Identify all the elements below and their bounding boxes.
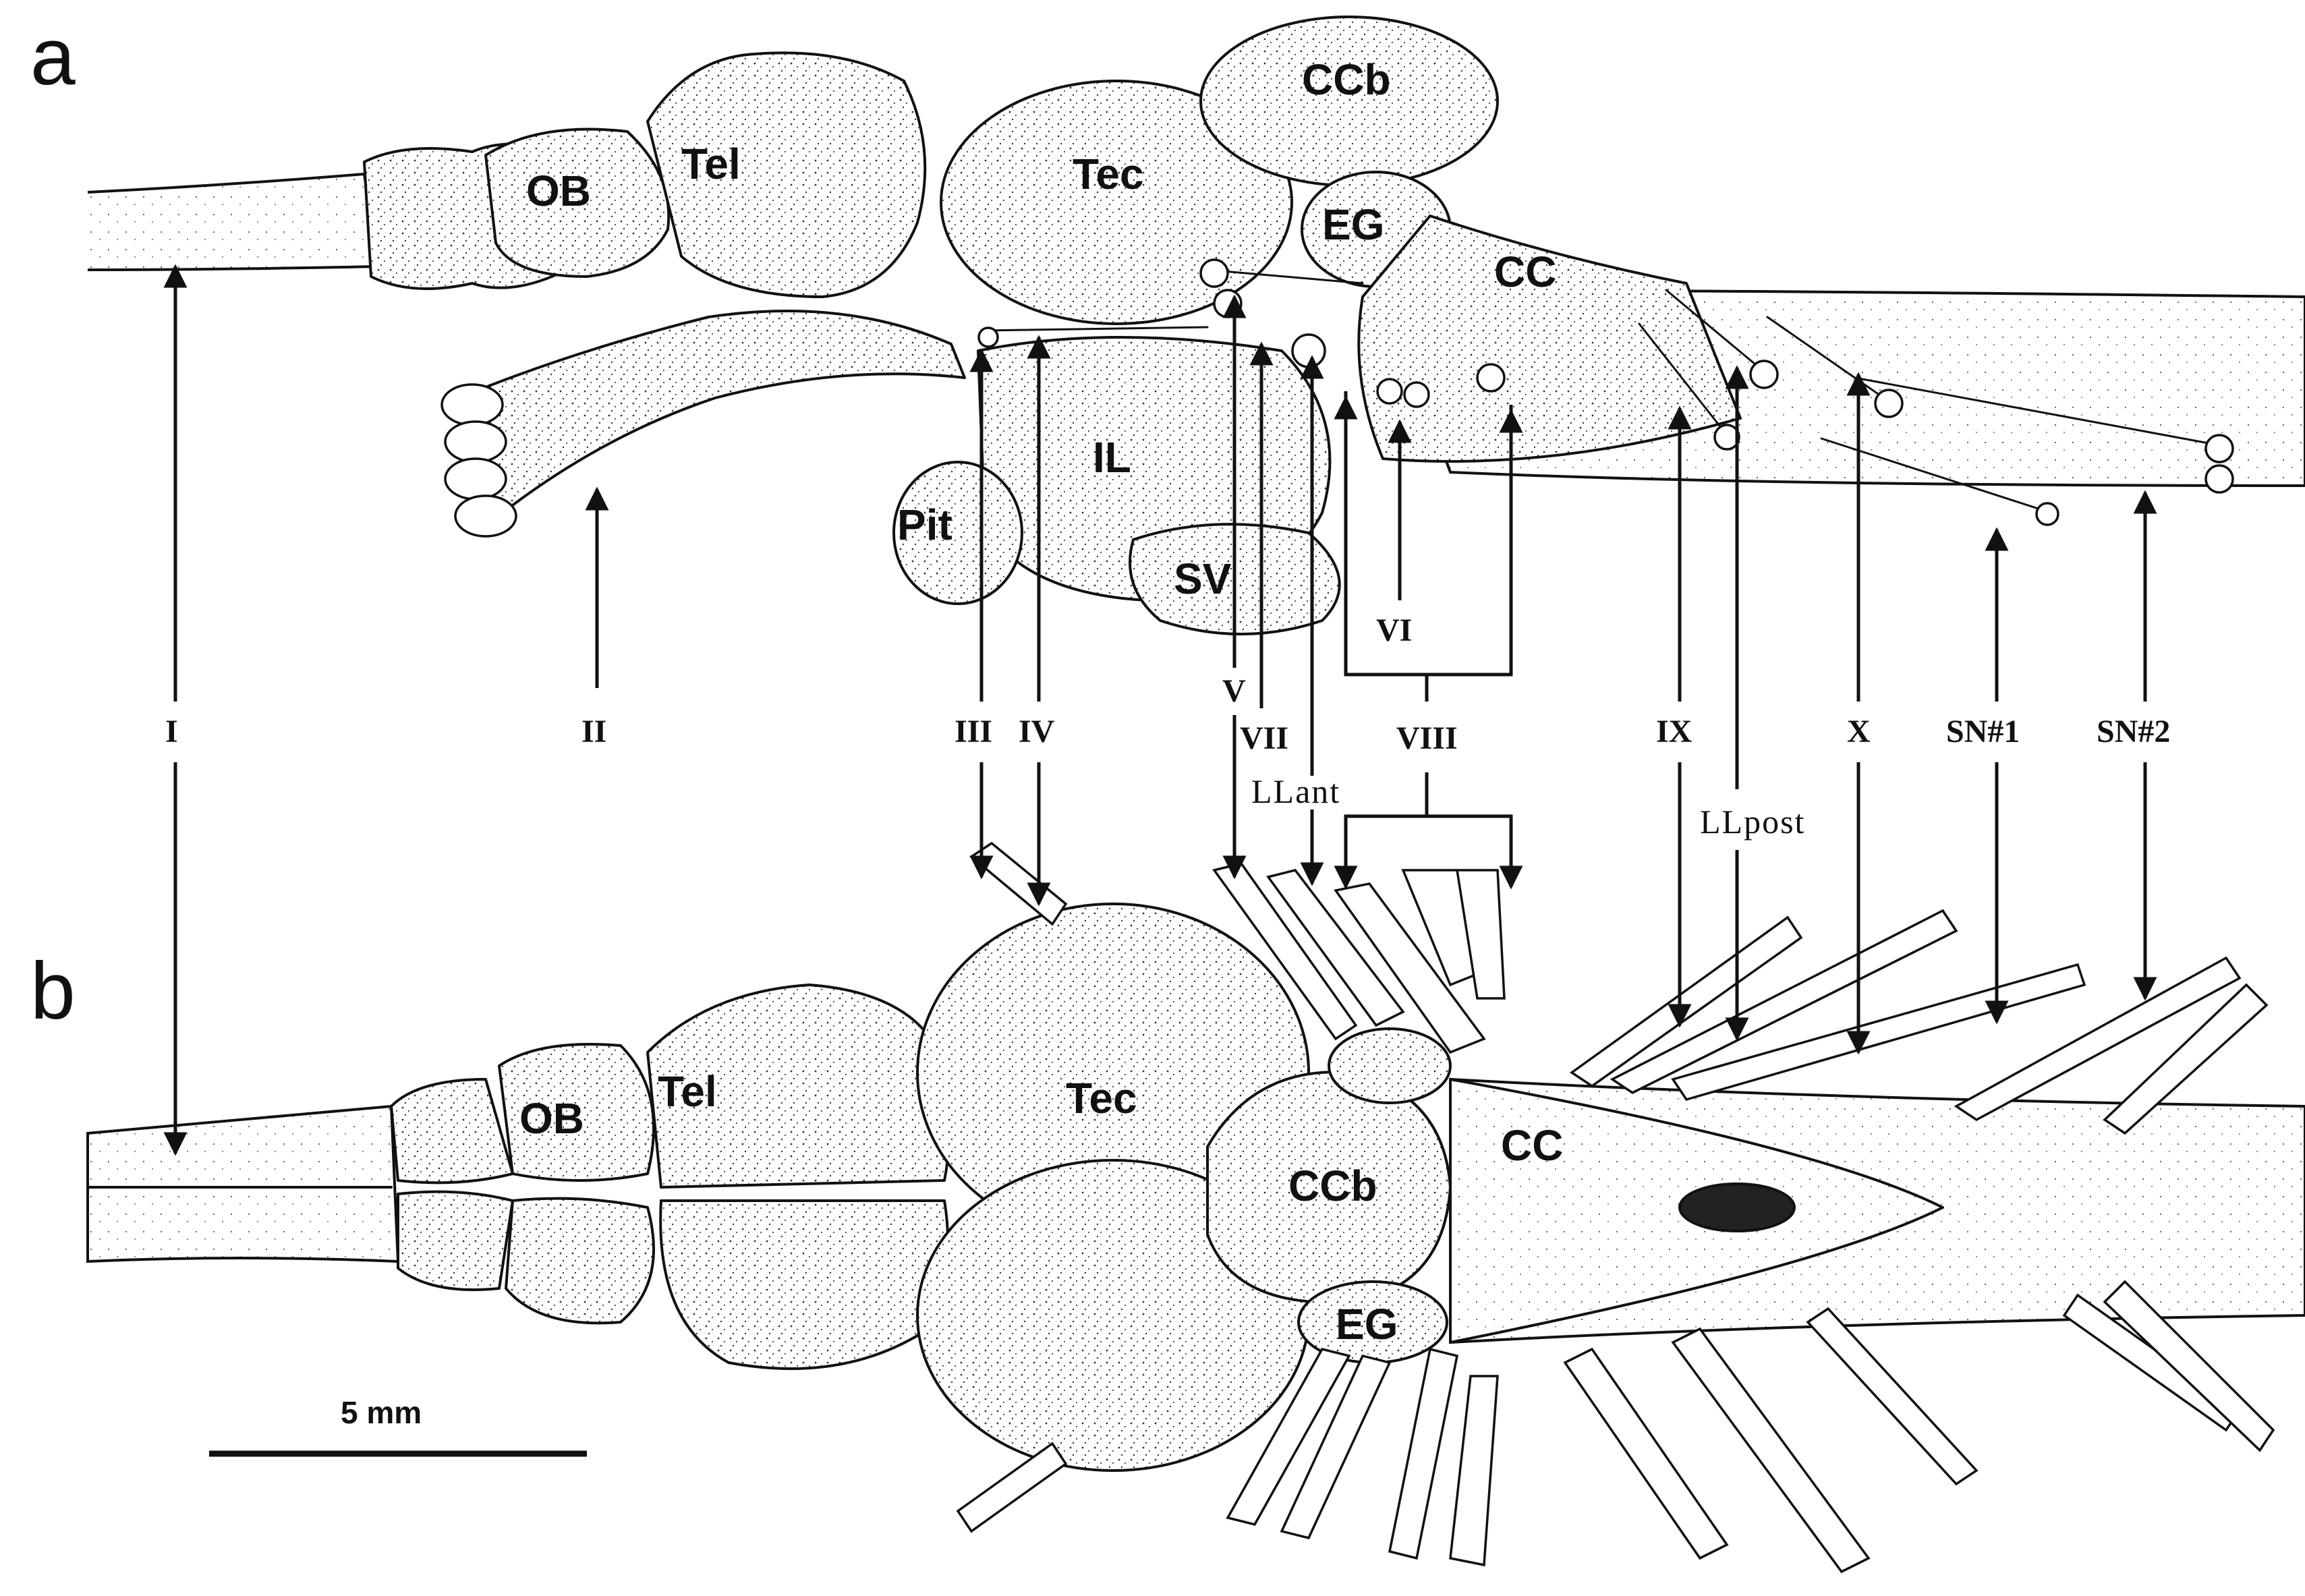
label-nerve-VIII: VIII: [1396, 720, 1458, 756]
label-nerve-SN2: SN#2: [2097, 714, 2170, 749]
panel-label-b: b: [30, 946, 76, 1036]
telencephalon-b: [646, 984, 950, 1370]
olfactory-tract-a: [87, 172, 380, 271]
obex-b: [1678, 1182, 1796, 1232]
eminentia-granularis-b-top: [1328, 1027, 1452, 1104]
telencephalon-a: [646, 51, 927, 298]
label-Tec-a: Tec: [1073, 150, 1144, 198]
fourth-ventricle-outline-b: [1449, 1078, 1944, 1344]
label-CCb-a: CCb: [1302, 55, 1391, 104]
label-OB-b: OB: [519, 1094, 584, 1143]
nerve-pointers: [163, 264, 2157, 1156]
optic-bundle-a: [457, 310, 966, 528]
optic-nerve-ends-a: [440, 383, 517, 538]
label-nerve-III: III: [955, 714, 992, 749]
label-nerve-SN1: SN#1: [1946, 714, 2020, 749]
scale-bar-label: 5 mm: [341, 1395, 422, 1430]
nerve-roots-top-b: [969, 841, 2269, 1135]
label-nerve-VI: VI: [1376, 612, 1412, 648]
scale-bar: 5 mm: [209, 1395, 587, 1457]
OB-lobe-a: [484, 127, 671, 278]
label-nerve-V: V: [1222, 673, 1246, 709]
panel-b: OB Tel Tec CCb EG CC: [86, 841, 2305, 1574]
nerve-roots-bottom-b: [956, 1280, 2275, 1574]
corpus-cerebelli-b: [1206, 1071, 1452, 1304]
label-EG-a: EG: [1322, 200, 1384, 249]
label-nerve-IV: IV: [1019, 714, 1055, 749]
pituitary-a: [892, 461, 1023, 605]
label-nerve-IX: IX: [1656, 714, 1692, 749]
label-Tec-b: Tec: [1066, 1074, 1137, 1122]
label-CC-b: CC: [1501, 1121, 1563, 1170]
spinal-cord-b: [1449, 1077, 2305, 1344]
olfactory-bulb-b: [390, 1078, 514, 1291]
label-OB-a: OB: [526, 167, 591, 215]
label-Tel-b: Tel: [658, 1067, 717, 1116]
label-CCb-b: CCb: [1288, 1162, 1377, 1210]
label-CC-a: CC: [1494, 248, 1556, 296]
label-LLpost: LLpost: [1700, 803, 1805, 840]
label-EG-b: EG: [1336, 1300, 1398, 1348]
label-IL-a: IL: [1093, 433, 1131, 482]
crista-cerebellaris-a: [1357, 215, 1742, 463]
label-nerve-I: I: [165, 714, 178, 749]
label-Pit-a: Pit: [897, 501, 952, 549]
label-nerve-VII: VII: [1240, 720, 1288, 756]
label-LLant: LLant: [1251, 772, 1340, 810]
label-nerve-II: II: [581, 714, 606, 749]
OB-lobe-b: [498, 1043, 655, 1325]
panel-label-a: a: [30, 11, 76, 102]
label-nerve-X: X: [1847, 714, 1871, 749]
nerve-labels: I II III IV V VI VII VIII LLant IX LLpos…: [165, 612, 2170, 840]
label-Tel-a: Tel: [681, 140, 741, 188]
olfactory-tract-b: [86, 1104, 400, 1263]
label-SV-a: SV: [1174, 554, 1232, 603]
panel-a: OB Tel Tec CCb EG CC IL Pit SV: [87, 16, 2305, 635]
